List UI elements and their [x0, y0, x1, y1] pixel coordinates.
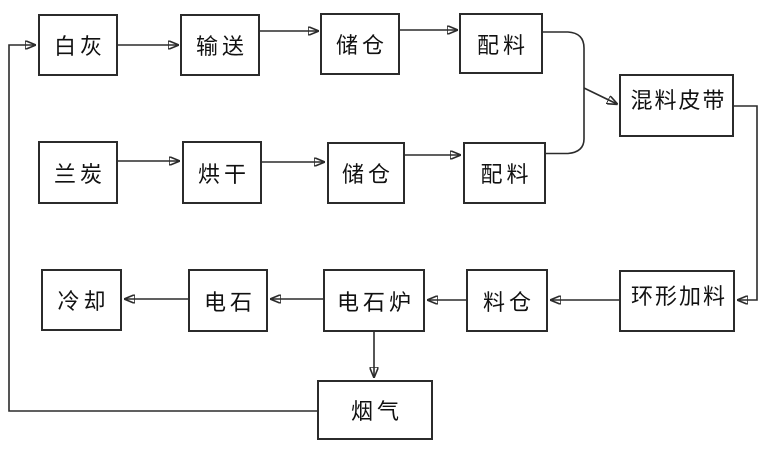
node-batching-1: 配料 [459, 13, 543, 74]
node-flue-gas-label: 烟气 [350, 399, 403, 424]
node-mixing-belt: 混料皮带 [619, 74, 734, 137]
node-batching-2: 配料 [463, 142, 546, 204]
node-calcium-carbide-label: 电石 [203, 289, 256, 315]
node-ring-feeder-label: 环形加料 [630, 284, 727, 309]
node-carbide-furnace-label: 电石炉 [336, 289, 415, 315]
node-batching-1-label: 配料 [476, 32, 529, 58]
node-feed-bin: 料仓 [466, 269, 548, 332]
node-storage-bin-2: 储仓 [327, 142, 405, 204]
node-lime-label: 白灰 [53, 34, 106, 59]
node-mixing-belt-label: 混料皮带 [630, 88, 727, 113]
node-semi-coke: 兰炭 [38, 141, 118, 204]
connector-fluegas-lime [8, 45, 317, 412]
node-storage-bin-1: 储仓 [320, 13, 400, 75]
node-batching-2-label: 配料 [480, 162, 533, 187]
connector-batching-merge [543, 31, 585, 155]
node-conveying: 输送 [180, 14, 260, 76]
connector-mixingbelt-ringfeeder [734, 105, 758, 300]
node-storage-bin-2-label: 储仓 [341, 162, 394, 187]
node-calcium-carbide: 电石 [188, 269, 268, 332]
node-feed-bin-label: 料仓 [482, 289, 535, 315]
node-storage-bin-1-label: 储仓 [335, 33, 388, 58]
node-drying-label: 烘干 [197, 161, 250, 187]
node-conveying-label: 输送 [195, 34, 248, 59]
connector-junction-mixingbelt [583, 87, 617, 104]
node-ring-feeder: 环形加料 [619, 270, 735, 332]
node-lime: 白灰 [38, 14, 118, 76]
node-drying: 烘干 [182, 141, 262, 204]
node-flue-gas: 烟气 [317, 380, 433, 440]
node-carbide-furnace: 电石炉 [323, 269, 425, 332]
node-semi-coke-label: 兰炭 [53, 161, 106, 187]
node-cooling-label: 冷却 [57, 289, 110, 314]
node-cooling: 冷却 [41, 269, 122, 331]
